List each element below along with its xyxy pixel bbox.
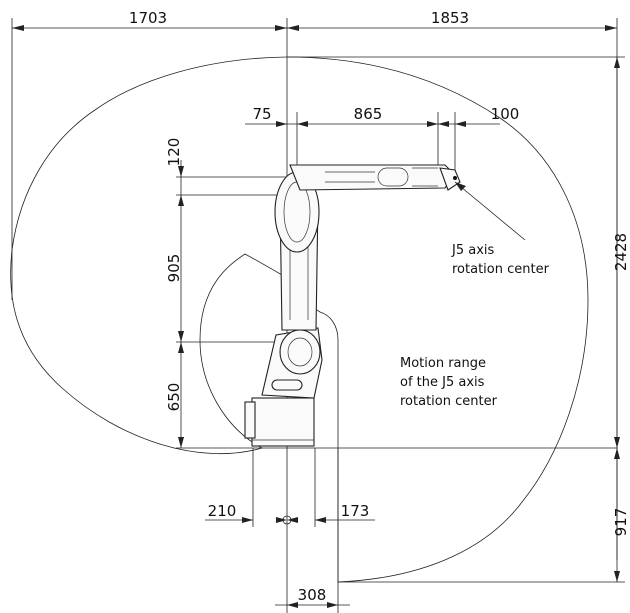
j5-leader: [454, 181, 526, 241]
base-dimensions: 210 173 308: [205, 448, 375, 613]
arm-dimension-row: 75 865 100: [245, 105, 519, 178]
motion-label-line2: of the J5 axis: [400, 375, 485, 390]
dim-308: 308: [298, 586, 327, 604]
dim-650: 650: [165, 383, 183, 412]
j5-label-line1: J5 axis: [451, 243, 495, 258]
dim-1703: 1703: [129, 9, 167, 27]
dim-1853: 1853: [431, 9, 469, 27]
dim-210: 210: [208, 502, 237, 520]
dim-75: 75: [252, 105, 271, 123]
motion-label-line1: Motion range: [400, 356, 486, 371]
dim-2428: 2428: [612, 233, 630, 271]
dim-865: 865: [354, 105, 383, 123]
motion-label-line3: rotation center: [400, 394, 498, 409]
dim-120: 120: [165, 138, 183, 167]
dim-100: 100: [491, 105, 520, 123]
dim-173: 173: [341, 502, 370, 520]
dim-917: 917: [612, 508, 630, 537]
dim-905: 905: [165, 254, 183, 283]
j5-label-line2: rotation center: [452, 262, 550, 277]
robot-arm: [244, 164, 461, 447]
right-vertical-dimensions: 2428 917: [287, 56, 630, 583]
